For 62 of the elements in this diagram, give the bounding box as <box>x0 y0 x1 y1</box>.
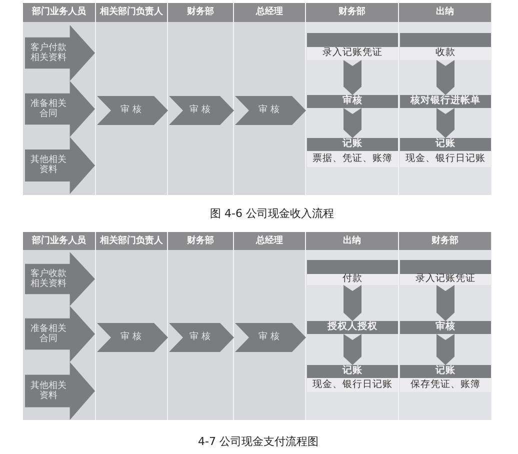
arrow-shape: 其他相关资料 <box>25 137 95 194</box>
swimlane <box>306 3 399 195</box>
down-chevron-arrow <box>436 285 454 321</box>
bar-heading: 记账 <box>434 138 456 151</box>
step-cell <box>307 138 398 167</box>
swimlane <box>234 3 306 195</box>
swimlane <box>168 3 234 195</box>
chevron-shape: 审核 <box>97 323 168 352</box>
lane-header: 财务部 <box>399 232 491 250</box>
lane-header: 总经理 <box>234 232 305 250</box>
chevron-shape: 审核 <box>97 96 168 125</box>
chevron-shape: 审核 <box>169 96 234 125</box>
down-chevron-arrow <box>344 60 362 95</box>
figure-caption: 图 4-6 公司现金收入流程 <box>210 206 334 221</box>
swimlane <box>399 3 492 195</box>
down-chevron-arrow <box>344 334 362 365</box>
cell-text: 现金、银行日记账 <box>404 152 486 166</box>
swimlane <box>306 232 399 420</box>
down-chevron-arrow <box>344 108 362 138</box>
arrow-shape: 其他相关资料 <box>25 362 95 420</box>
swimlane <box>399 232 492 420</box>
step-cell <box>307 365 398 392</box>
swimlane <box>23 232 96 420</box>
lane-header: 部门业务人员 <box>23 232 95 250</box>
cell-text: 现金、银行日记账 <box>312 378 394 392</box>
swimlane <box>234 232 306 420</box>
chevron-shape: 审核 <box>235 323 306 352</box>
cell-text: 票据、凭证、账簿 <box>312 152 394 166</box>
bar-heading: 记账 <box>341 138 364 151</box>
step-cell <box>400 365 491 392</box>
lane-header: 相关部门负责人 <box>96 3 167 22</box>
down-chevron-arrow <box>436 334 454 365</box>
swimlane <box>96 232 168 420</box>
step-cell: 录入记账凭证 <box>400 260 491 285</box>
step-cell: 收款 <box>400 33 491 60</box>
swimlane <box>96 3 168 195</box>
arrow-shape: 客户付款相关资料 <box>25 25 95 81</box>
cell-text: 保存凭证、账簿 <box>410 378 482 392</box>
swimlane <box>168 232 234 420</box>
lane-header: 财务部 <box>168 232 233 250</box>
bar-heading: 记账 <box>341 365 364 378</box>
lane-header: 出纳 <box>399 3 491 22</box>
bar-heading: 记账 <box>434 365 456 378</box>
lane-header: 部门业务人员 <box>23 3 95 22</box>
arrow-shape: 客户收款相关资料 <box>25 252 95 306</box>
down-chevron-arrow <box>436 108 454 138</box>
arrow-shape: 准备相关合同 <box>25 306 95 362</box>
chevron-shape: 审核 <box>169 323 234 352</box>
down-chevron-arrow <box>436 60 454 95</box>
down-chevron-arrow <box>344 285 362 321</box>
lane-header: 相关部门负责人 <box>96 232 167 250</box>
lane-header: 出纳 <box>306 232 398 250</box>
swimlane <box>23 3 96 195</box>
figure-caption: 4-7 公司现金支付流程图 <box>198 434 318 449</box>
lane-header: 财务部 <box>168 3 233 22</box>
arrow-shape: 准备相关合同 <box>25 81 95 137</box>
step-cell <box>400 138 491 167</box>
lane-header: 财务部 <box>306 3 398 22</box>
chevron-shape: 审核 <box>235 96 306 125</box>
step-cell: 录入记账凭证 <box>307 33 398 60</box>
step-cell: 付款 <box>307 260 398 285</box>
lane-header: 总经理 <box>234 3 305 22</box>
